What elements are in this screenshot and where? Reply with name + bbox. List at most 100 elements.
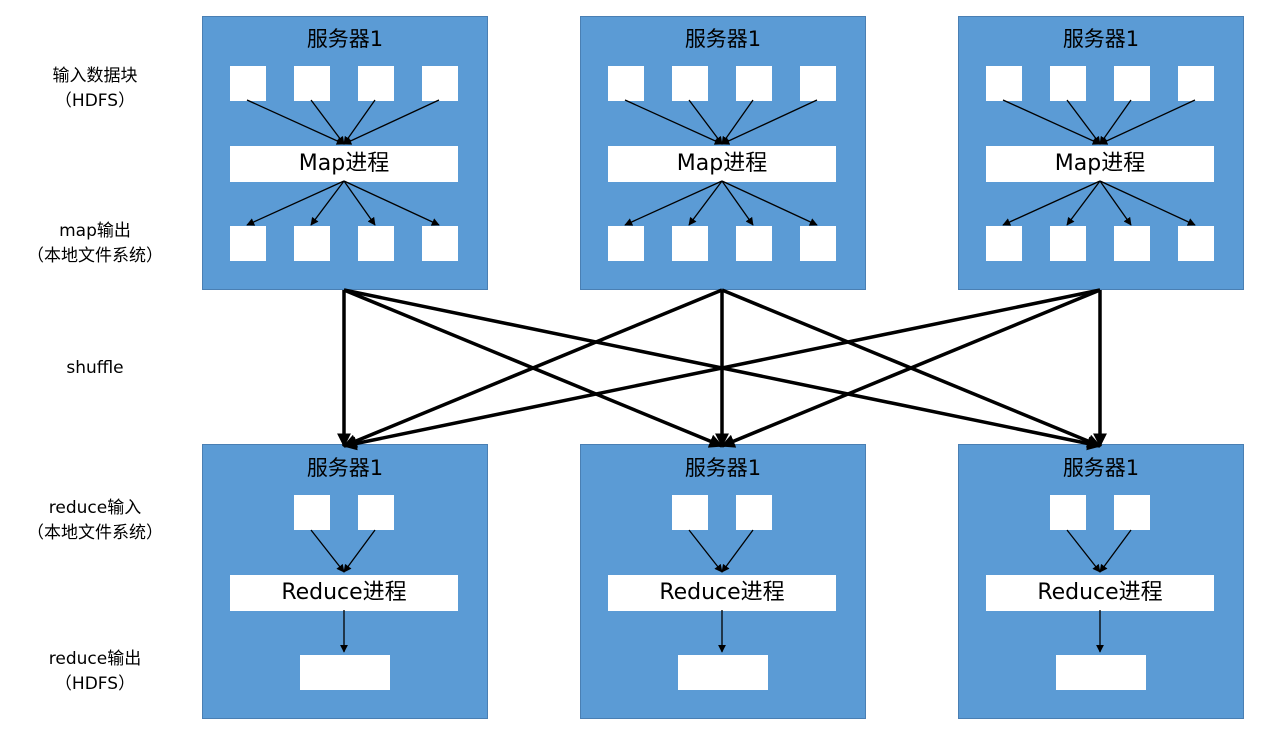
map-output-block	[1050, 226, 1086, 261]
input-arrow	[1099, 529, 1132, 573]
input-arrow	[688, 529, 723, 573]
input-arrow	[1066, 529, 1101, 573]
output-arrow	[721, 180, 818, 226]
map-process: Map进程	[230, 146, 458, 182]
server-title: 服务器1	[306, 456, 384, 480]
input-arrow	[624, 99, 723, 145]
input-data-block	[986, 66, 1022, 101]
reduce-server: 服务器1 Reduce进程	[958, 444, 1244, 719]
output-arrow	[343, 180, 376, 226]
map-output-block	[800, 226, 836, 261]
input-arrow	[246, 99, 345, 145]
input-blocks-label-sub: （HDFS）	[54, 91, 136, 111]
map-output-label-sub: （本地文件系统）	[27, 246, 163, 266]
map-arrows	[246, 99, 440, 226]
input-arrow	[688, 99, 723, 145]
reduce-input-block	[1050, 495, 1086, 530]
reduce-input-block	[736, 495, 772, 530]
reduce-output-block	[678, 655, 768, 690]
input-arrow	[721, 529, 754, 573]
map-output-block	[230, 226, 266, 261]
input-data-block	[358, 66, 394, 101]
reduce-output-label-sub: （HDFS）	[54, 674, 136, 694]
input-data-block	[1050, 66, 1086, 101]
input-arrow	[310, 529, 345, 573]
reduce-input-label: reduce输入 （本地文件系统）	[0, 496, 190, 546]
map-server: 服务器1 Map进程	[580, 16, 866, 290]
input-data-block	[230, 66, 266, 101]
output-arrow	[246, 180, 345, 226]
map-output-block	[608, 226, 644, 261]
server-title: 服务器1	[1062, 456, 1140, 480]
input-arrow	[343, 99, 440, 145]
shuffle-arrow	[342, 288, 1101, 451]
input-blocks-label: 输入数据块 （HDFS）	[0, 64, 190, 114]
input-data-block	[736, 66, 772, 101]
output-arrow	[721, 180, 754, 226]
reduce-input-block	[672, 495, 708, 530]
shuffle-arrows	[337, 288, 1107, 451]
reduce-process: Reduce进程	[230, 575, 458, 611]
output-arrow	[1099, 180, 1132, 226]
map-output-label: map输出 （本地文件系统）	[0, 219, 190, 269]
output-arrow	[310, 180, 345, 226]
input-arrow	[1002, 99, 1101, 145]
reduce-input-block	[294, 495, 330, 530]
output-arrow	[624, 180, 723, 226]
input-arrow	[343, 529, 376, 573]
map-output-block	[736, 226, 772, 261]
map-output-block	[986, 226, 1022, 261]
map-output-block	[1178, 226, 1214, 261]
map-arrows	[624, 99, 818, 226]
input-data-block	[1178, 66, 1214, 101]
reduce-server: 服务器1 Reduce进程	[202, 444, 488, 719]
server-title: 服务器1	[1062, 27, 1140, 51]
shuffle-label-text: shuffle	[66, 358, 124, 378]
map-output-block	[1114, 226, 1150, 261]
input-arrow	[721, 99, 754, 145]
reduce-input-label-sub: （本地文件系统）	[27, 523, 163, 543]
input-arrow	[721, 99, 818, 145]
reduce-output-label-text: reduce输出	[48, 649, 142, 669]
reduce-output-label: reduce输出 （HDFS）	[0, 647, 190, 697]
reduce-input-block	[1114, 495, 1150, 530]
shuffle-arrow	[342, 288, 723, 448]
output-arrow	[688, 180, 723, 226]
reduce-server: 服务器1 Reduce进程	[580, 444, 866, 719]
map-output-block	[422, 226, 458, 261]
input-arrow	[343, 99, 376, 145]
output-arrow	[343, 180, 440, 226]
map-process: Map进程	[608, 146, 836, 182]
server-title: 服务器1	[684, 27, 762, 51]
map-output-block	[294, 226, 330, 261]
input-arrow	[310, 99, 345, 145]
input-arrow	[1099, 99, 1196, 145]
map-arrows	[1002, 99, 1196, 226]
map-output-label-text: map输出	[59, 221, 131, 241]
output-arrow	[1002, 180, 1101, 226]
input-data-block	[672, 66, 708, 101]
input-data-block	[608, 66, 644, 101]
input-data-block	[294, 66, 330, 101]
input-data-block	[800, 66, 836, 101]
reduce-process: Reduce进程	[986, 575, 1214, 611]
input-arrow	[1066, 99, 1101, 145]
output-arrow	[1066, 180, 1101, 226]
input-blocks-label-text: 输入数据块	[52, 66, 138, 86]
reduce-input-block	[358, 495, 394, 530]
map-output-block	[358, 226, 394, 261]
server-title: 服务器1	[306, 27, 384, 51]
server-title: 服务器1	[684, 456, 762, 480]
map-server: 服务器1 Map进程	[202, 16, 488, 290]
input-data-block	[422, 66, 458, 101]
map-output-block	[672, 226, 708, 261]
input-arrow	[1099, 99, 1132, 145]
shuffle-label: shuffle	[0, 356, 190, 381]
reduce-output-block	[300, 655, 390, 690]
reduce-arrows	[310, 529, 1132, 653]
input-data-block	[1114, 66, 1150, 101]
shuffle-arrow	[720, 288, 1101, 448]
output-arrow	[1099, 180, 1196, 226]
